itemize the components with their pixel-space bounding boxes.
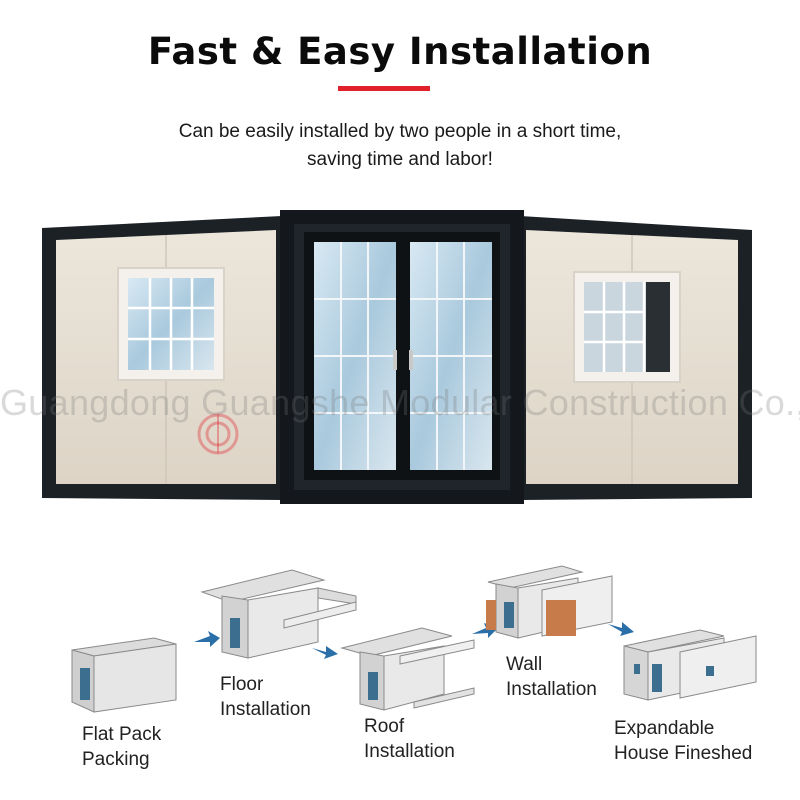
- arrow-icon: [608, 622, 634, 636]
- right-wing: [520, 216, 752, 500]
- center-core: [280, 210, 524, 504]
- arrow-icon: [194, 631, 220, 647]
- floor-installation-illustration: [200, 569, 357, 659]
- arrow-icon: [312, 646, 338, 659]
- flat-pack-illustration: [71, 637, 177, 713]
- page-title: Fast & Easy Installation: [147, 30, 653, 73]
- step-label-line1: Roof: [364, 716, 405, 737]
- step-label-line2: Packing: [82, 749, 150, 770]
- watermark-logo-icon: [197, 413, 239, 455]
- subtitle-line-1: Can be easily installed by two people in…: [178, 121, 622, 142]
- step-label-roof: Roof Installation: [364, 714, 455, 764]
- step-label-line2: Installation: [220, 699, 311, 720]
- wall-installation-illustration: [486, 565, 613, 639]
- title-underline: [338, 86, 430, 91]
- subtitle: Can be easily installed by two people in…: [0, 118, 800, 174]
- watermark-text: Guangdong Guangshe Modular Construction …: [0, 382, 800, 423]
- left-wing: [42, 216, 282, 500]
- step-label-floor: Floor Installation: [220, 672, 311, 722]
- step-label-wall: Wall Installation: [506, 652, 597, 702]
- roof-installation-illustration: [340, 627, 475, 711]
- step-label-line1: Floor: [220, 674, 264, 695]
- expandable-house-image: [42, 210, 752, 504]
- step-label-line2: Installation: [364, 741, 455, 762]
- step-label-finished: Expandable House Fineshed: [614, 716, 752, 766]
- step-label-flat-pack: Flat Pack Packing: [82, 722, 161, 772]
- step-label-line2: House Fineshed: [614, 743, 753, 764]
- step-label-line1: Wall: [506, 654, 543, 675]
- step-label-line2: Installation: [506, 679, 597, 700]
- step-label-line1: Expandable: [614, 718, 715, 739]
- finished-house-illustration: [623, 629, 757, 701]
- step-label-line1: Flat Pack: [82, 724, 162, 745]
- subtitle-line-2: saving time and labor!: [307, 149, 493, 170]
